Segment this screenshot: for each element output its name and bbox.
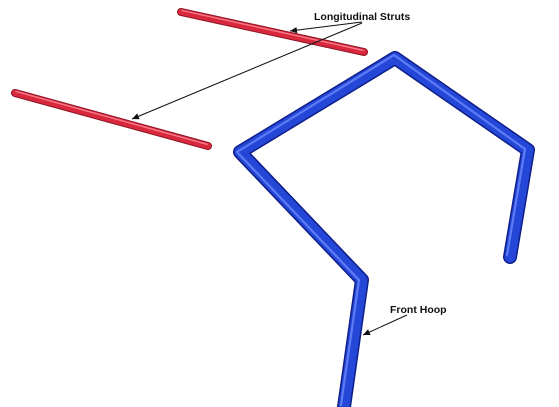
label-front-hoop: Front Hoop [390, 304, 447, 316]
leader-lines-longitudinal [131, 21, 363, 120]
leader-line-lower [131, 22, 363, 120]
leader-line-upper [289, 21, 363, 34]
front-hoop [233, 51, 535, 407]
longitudinal-strut-upper [177, 8, 368, 56]
label-longitudinal-struts: Longitudinal Struts [314, 11, 410, 23]
longitudinal-strut-lower [11, 89, 212, 150]
leader-line-front-hoop [362, 314, 408, 336]
